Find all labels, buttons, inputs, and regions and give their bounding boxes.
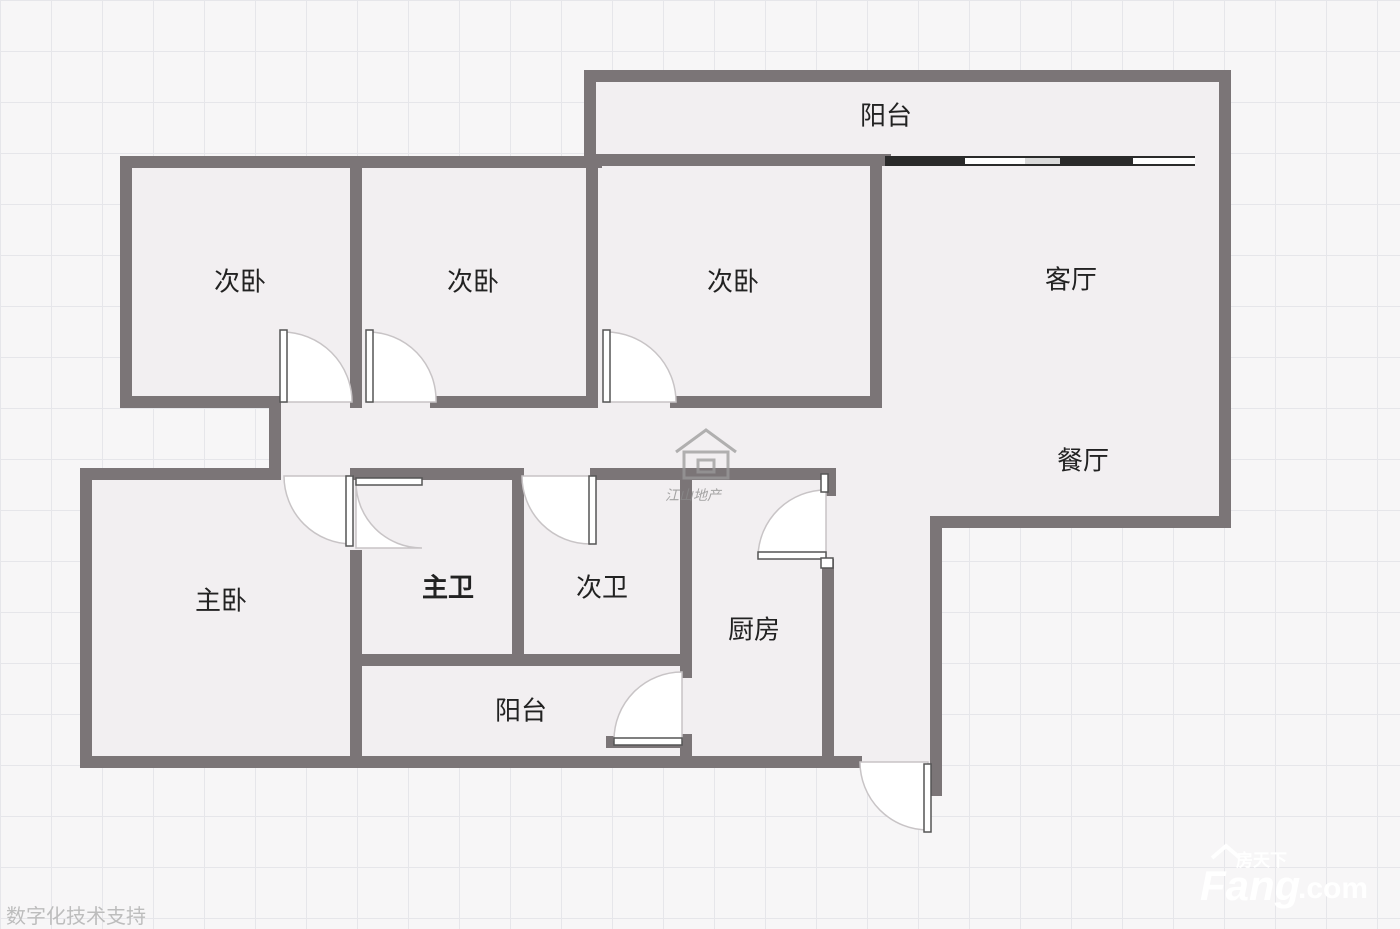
wall-balcony-top (584, 70, 1231, 528)
label-master-bedroom: 主卧 (195, 587, 247, 617)
door-leaf-master (345, 475, 354, 547)
door-leaf-kitchen (757, 551, 827, 560)
room-labels: 阳台 次卧 次卧 次卧 客厅 餐厅 主卧 主卫 次卫 厨房 阳台 (195, 102, 1109, 727)
label-bedroom-1: 次卧 (214, 268, 266, 298)
door-frame-kitchen-right (820, 473, 829, 493)
floor-balcony-top (592, 76, 1226, 162)
logo-cn-text: 房天下 (1236, 850, 1287, 871)
label-balcony-top: 阳台 (860, 102, 912, 132)
wall-left-top (80, 156, 862, 768)
logo-com-text: .com (1298, 872, 1368, 905)
door-swing-master-bath (355, 481, 423, 549)
label-kitchen: 厨房 (728, 616, 780, 646)
door-swing-bed3 (605, 331, 677, 403)
label-dining-room: 餐厅 (1057, 447, 1109, 477)
door-swing-bed1 (281, 331, 353, 403)
label-master-bath: 主卫 (422, 574, 474, 604)
window-glass-2 (1025, 158, 1060, 164)
label-bedroom-3: 次卧 (707, 268, 759, 298)
door-swing-entry (859, 761, 929, 831)
door-frame-kitchen-lower (820, 557, 834, 569)
window-glass-1 (965, 158, 1025, 164)
door-leaf-second-bath (588, 475, 597, 545)
door-leaf-entry (923, 763, 932, 833)
label-second-bath: 次卫 (576, 574, 628, 604)
walls (80, 70, 1231, 796)
logo-house-icon (1210, 843, 1242, 860)
wall-bath2-top (590, 468, 836, 496)
door-leaves (279, 329, 932, 833)
footer-caption: 数字化技术支持 (6, 904, 146, 928)
floor-areas (86, 76, 1226, 762)
logo-fang-text: Fang (1200, 862, 1300, 909)
house-icon (675, 428, 737, 480)
door-leaf-balcony (613, 737, 683, 746)
floor-entry (830, 402, 936, 762)
door-leaf-master-bath (355, 477, 423, 486)
wall-living-right (930, 516, 1231, 796)
watermark: 江山地产 (665, 428, 737, 504)
window-glass-3 (1133, 158, 1195, 164)
door-leaf-bed3 (602, 329, 611, 403)
watermark-text: 江山地产 (665, 488, 723, 504)
door-leaf-bed2 (365, 329, 374, 403)
label-bedroom-2: 次卧 (447, 268, 499, 298)
door-leaf-bed1 (279, 329, 288, 403)
label-living-room: 客厅 (1045, 266, 1097, 296)
window-strip (885, 156, 1195, 166)
label-balcony-bottom: 阳台 (495, 697, 547, 727)
brand-logo: 房天下 Fang .com (1200, 843, 1368, 909)
door-swing-bed2 (367, 331, 437, 403)
door-swing-second-bath (521, 475, 591, 545)
